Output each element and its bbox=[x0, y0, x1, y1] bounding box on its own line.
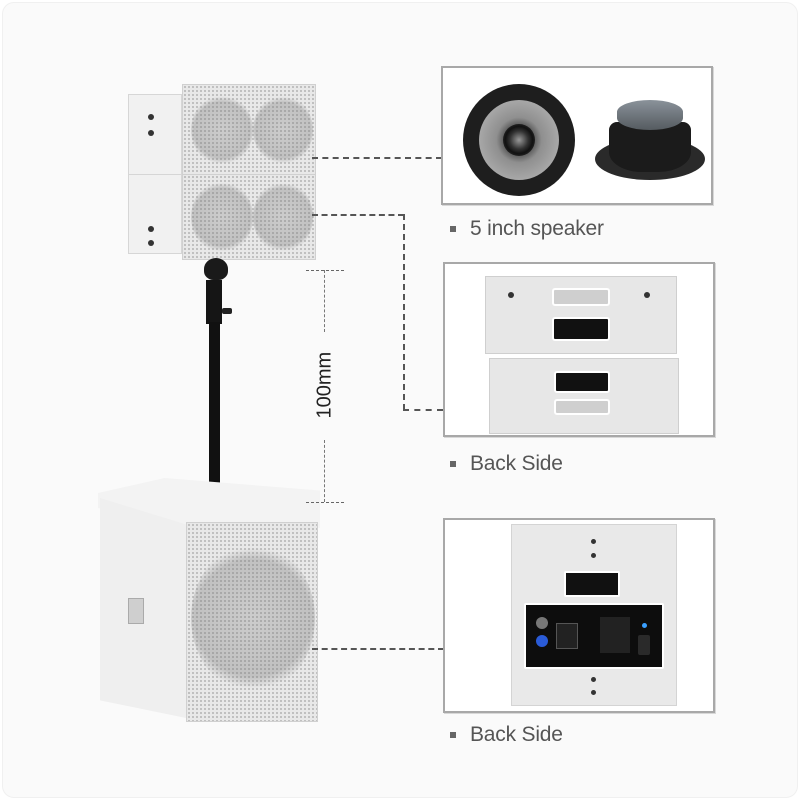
front-grille bbox=[182, 84, 316, 176]
connector-line-sub-back bbox=[312, 648, 444, 650]
heatsink bbox=[600, 617, 630, 653]
top-cabinet-upper bbox=[128, 84, 318, 176]
rigging-hole bbox=[508, 292, 514, 298]
rigging-hole bbox=[591, 539, 596, 544]
subwoofer-front-grille bbox=[186, 522, 318, 722]
caption-top-back: Back Side bbox=[450, 452, 563, 476]
input-plate bbox=[564, 571, 620, 597]
driver-basket bbox=[609, 122, 691, 172]
status-led-icon bbox=[642, 623, 647, 628]
driver-tweeter bbox=[503, 124, 535, 156]
rigging-hole bbox=[591, 690, 596, 695]
pole-tension-knob bbox=[222, 308, 232, 314]
pole-mount-bracket bbox=[204, 258, 228, 280]
subwoofer-cabinet bbox=[98, 478, 320, 722]
amplifier-panel bbox=[524, 603, 664, 669]
amp-label bbox=[556, 623, 578, 649]
panel-sub-back-image bbox=[443, 518, 715, 713]
speaker-system-illustration: 100mm bbox=[98, 84, 344, 722]
subwoofer-handle bbox=[128, 598, 144, 624]
rigging-hole bbox=[148, 240, 154, 246]
cabinet-side bbox=[128, 174, 182, 254]
panel-top-back-image bbox=[443, 262, 715, 437]
top-cabinet-lower bbox=[128, 174, 318, 260]
rigging-hole bbox=[148, 114, 154, 120]
xlr-connector-icon bbox=[638, 635, 650, 655]
caption-top-back-text: Back Side bbox=[470, 452, 563, 475]
connector-line-top-back-h1 bbox=[312, 214, 404, 216]
dimension-cap-bottom bbox=[306, 502, 344, 503]
input-plate bbox=[554, 371, 610, 393]
rigging-hole bbox=[591, 677, 596, 682]
front-grille bbox=[182, 174, 316, 260]
caption-sub-back: Back Side bbox=[450, 723, 563, 747]
connector-line-top-back-v bbox=[403, 214, 405, 410]
dimension-label: 100mm bbox=[313, 351, 336, 419]
bullet-icon bbox=[450, 226, 456, 232]
driver-shadow bbox=[253, 95, 313, 165]
speakon-connector-icon bbox=[536, 635, 548, 647]
rigging-hole bbox=[148, 130, 154, 136]
dimension-line-upper bbox=[324, 270, 325, 332]
dimension-line-lower bbox=[324, 440, 325, 502]
rigging-hole bbox=[644, 292, 650, 298]
woofer-shadow bbox=[191, 543, 315, 693]
pole-upper-section bbox=[206, 280, 222, 324]
power-connector-icon bbox=[536, 617, 548, 629]
back-cabinet-lower bbox=[489, 358, 679, 434]
pole-lower-section bbox=[209, 322, 220, 510]
bullet-icon bbox=[450, 732, 456, 738]
panel-driver-image bbox=[441, 66, 713, 205]
connector-line-driver bbox=[312, 157, 442, 159]
bullet-icon bbox=[450, 461, 456, 467]
rigging-hole bbox=[148, 226, 154, 232]
input-plate bbox=[552, 317, 610, 341]
caption-driver: 5 inch speaker bbox=[450, 217, 604, 241]
dimension-cap-top bbox=[306, 270, 344, 271]
driver-shadow bbox=[253, 181, 313, 253]
rigging-hole bbox=[591, 553, 596, 558]
sub-back-plate bbox=[511, 524, 677, 706]
handle-slot bbox=[554, 399, 610, 415]
cabinet-side bbox=[128, 94, 182, 176]
driver-front-icon bbox=[463, 84, 575, 196]
driver-rear-icon bbox=[595, 96, 705, 186]
driver-shadow bbox=[191, 95, 253, 165]
handle-slot bbox=[552, 288, 610, 306]
driver-magnet bbox=[617, 100, 683, 130]
connector-line-top-back-h2 bbox=[403, 409, 443, 411]
caption-driver-text: 5 inch speaker bbox=[470, 217, 604, 240]
back-cabinet-upper bbox=[485, 276, 677, 354]
driver-shadow bbox=[191, 181, 253, 253]
caption-sub-back-text: Back Side bbox=[470, 723, 563, 746]
